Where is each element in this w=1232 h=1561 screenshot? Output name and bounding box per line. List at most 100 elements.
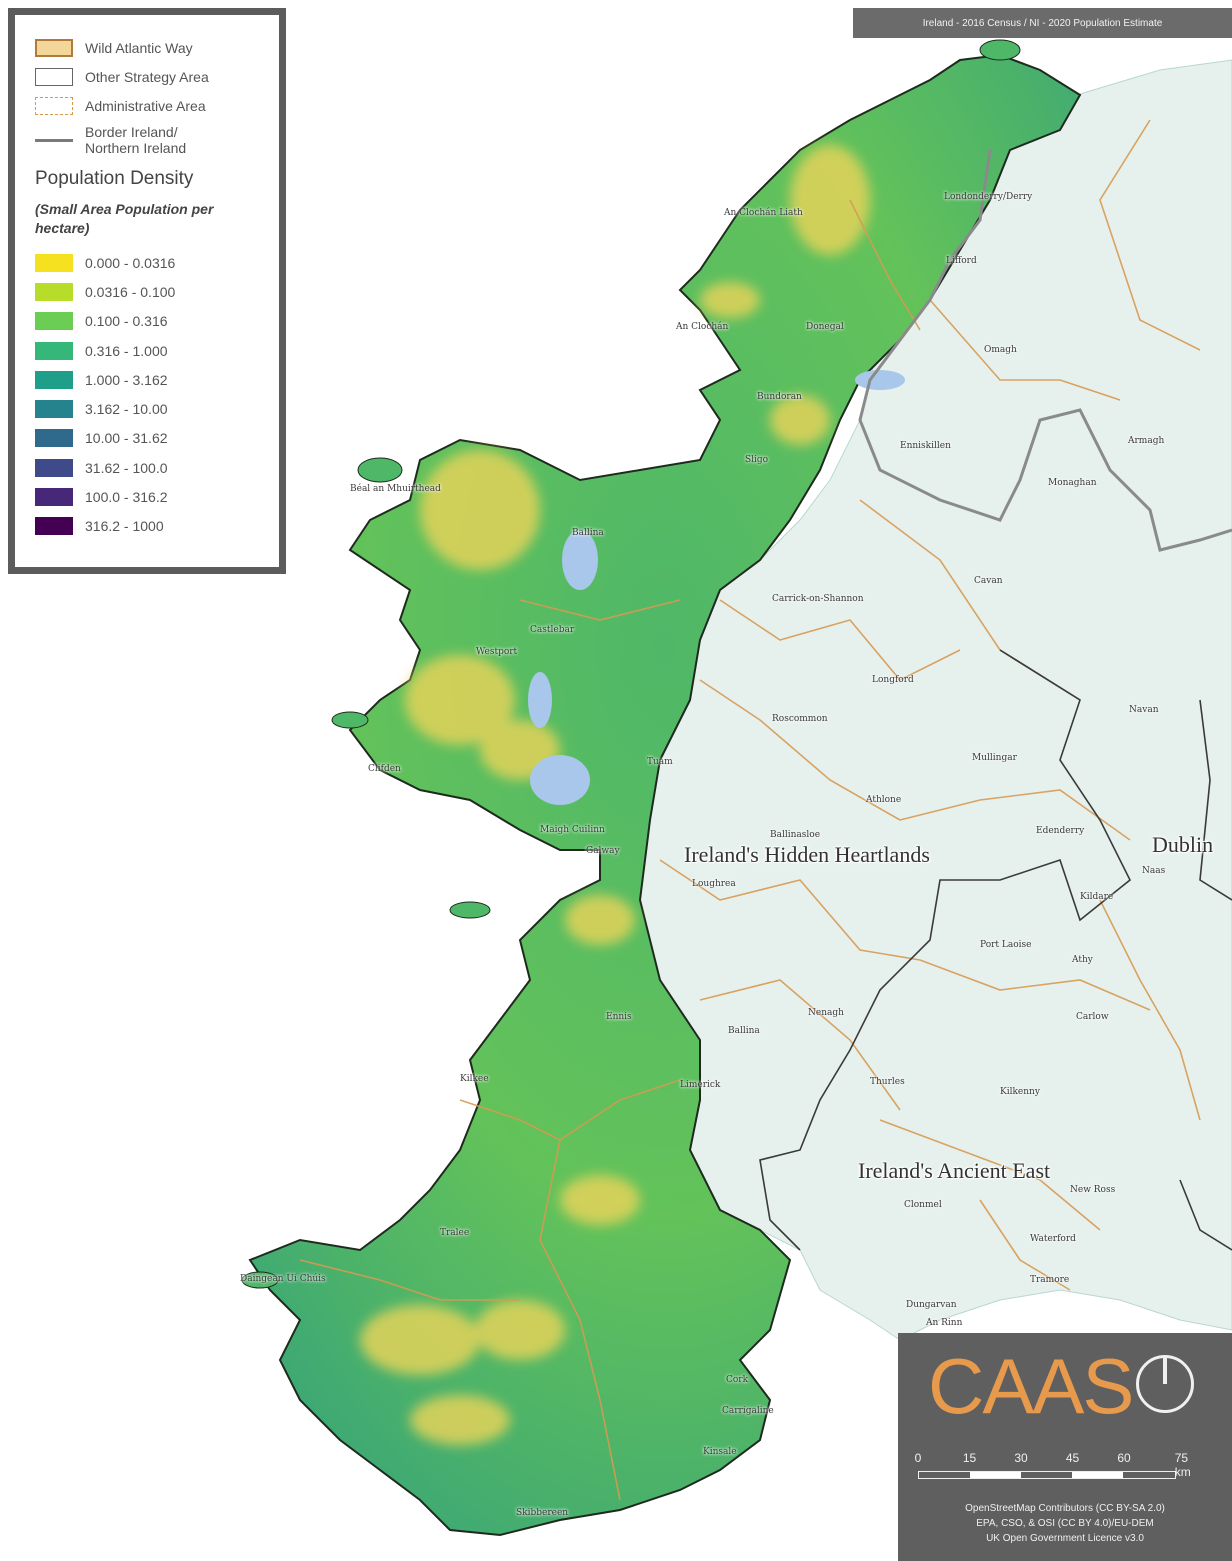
- place-label-kinsale: Kinsale: [703, 1447, 737, 1457]
- place-label-cavan: Cavan: [974, 576, 1003, 586]
- legend-swatch: [35, 400, 73, 419]
- scale-label: 30: [1014, 1451, 1028, 1465]
- legend-density-class: 3.162 - 10.00: [35, 394, 269, 423]
- credit-line: EPA, CSO, & OSI (CC BY 4.0)/EU-DEM: [976, 1518, 1154, 1529]
- place-label-clonmel: Clonmel: [904, 1200, 942, 1210]
- place-label-tuam: Tuam: [647, 757, 673, 767]
- place-label-athlone: Athlone: [866, 795, 902, 805]
- place-label-dungarvan: Dungarvan: [906, 1300, 957, 1310]
- legend-density-class: 1.000 - 3.162: [35, 365, 269, 394]
- place-label-new-ross: New Ross: [1070, 1185, 1116, 1195]
- legend-swatch: [35, 370, 73, 389]
- legend-swatch: [35, 429, 73, 448]
- legend-density-class: 100.0 - 316.2: [35, 482, 269, 511]
- map-title-banner: Ireland - 2016 Census / NI - 2020 Popula…: [853, 8, 1232, 38]
- place-label-lifford: Lifford: [946, 256, 977, 266]
- place-label-westport: Westport: [476, 647, 518, 657]
- region-label-dublin: Dublin: [1152, 832, 1214, 857]
- legend-swatch: [35, 488, 73, 507]
- legend-density-class: 10.00 - 31.62: [35, 424, 269, 453]
- legend-density-classes: 0.000 - 0.0316 0.0316 - 0.100 0.100 - 0.31…: [35, 248, 269, 541]
- place-label-kildare: Kildare: [1080, 892, 1114, 902]
- strategy-area-boundaries: [759, 649, 1232, 1251]
- place-label-thurles: Thurles: [870, 1077, 905, 1087]
- legend-swatch: [35, 312, 73, 331]
- legend-density-class: 0.000 - 0.0316: [35, 248, 269, 277]
- scale-label: 45: [1065, 1451, 1080, 1465]
- legend-swatch: [35, 67, 73, 86]
- place-label-monaghan: Monaghan: [1048, 478, 1097, 488]
- scale-label: 0: [914, 1451, 922, 1465]
- legend-item-border: Border Ireland/ Northern Ireland: [35, 120, 269, 160]
- place-label-limerick: Limerick: [680, 1080, 721, 1090]
- legend-density-class: 31.62 - 100.0: [35, 453, 269, 482]
- legend-subtitle: (Small Area Population per hectare): [35, 201, 214, 236]
- place-label-daingean: Daingean Uí Chúis: [240, 1274, 326, 1284]
- region-label-ancient-east: Ireland's Ancient East: [858, 1158, 1051, 1183]
- upland-patches: [360, 145, 870, 1445]
- credit-line: OpenStreetMap Contributors (CC BY-SA 2.0…: [965, 1503, 1165, 1514]
- legend-title: Population Density: [35, 168, 194, 189]
- place-label-clifden: Clifden: [368, 764, 401, 774]
- place-label-cork: Cork: [726, 1375, 749, 1385]
- scale-label: 15: [962, 1451, 977, 1465]
- legend-label: 1.000 - 3.162: [85, 371, 168, 388]
- place-label-sligo: Sligo: [745, 455, 769, 465]
- place-label-omagh: Omagh: [984, 345, 1017, 355]
- legend-swatch: [35, 253, 73, 272]
- place-label-loughrea: Loughrea: [692, 879, 736, 889]
- place-label-port-laoise: Port Laoise: [980, 940, 1032, 950]
- legend-density-class: 0.0316 - 0.100: [35, 277, 269, 306]
- legend-swatch: [35, 341, 73, 360]
- scale-label: 75 km: [1174, 1451, 1191, 1479]
- place-label-athy: Athy: [1072, 955, 1093, 965]
- place-label-ballina: Ballina: [572, 528, 604, 538]
- place-label-carrick: Carrick-on-Shannon: [772, 594, 864, 604]
- place-label-waterford: Waterford: [1030, 1234, 1076, 1244]
- place-label-an-rinn: An Rinn: [926, 1318, 963, 1328]
- place-label-carlow: Carlow: [1076, 1012, 1109, 1022]
- legend-swatch: [35, 517, 73, 536]
- legend-label: 316.2 - 1000: [85, 518, 164, 535]
- place-label-kilkenny: Kilkenny: [1000, 1087, 1040, 1097]
- legend-label: 3.162 - 10.00: [85, 401, 168, 418]
- legend-border-label: Border Ireland/ Northern Ireland: [85, 124, 186, 156]
- place-label-edenderry: Edenderry: [1036, 826, 1085, 836]
- legend-item-wild-atlantic-way: Wild Atlantic Way: [35, 33, 269, 62]
- ni-border: [858, 149, 1232, 552]
- legend-border-label-line2: Northern Ireland: [85, 140, 187, 156]
- place-label-tramore: Tramore: [1030, 1275, 1070, 1285]
- place-label-armagh: Armagh: [1128, 436, 1165, 446]
- scale-segment: [970, 1472, 1021, 1478]
- legend-density-class: 316.2 - 1000: [35, 512, 269, 541]
- legend-density-class: 0.100 - 0.316: [35, 307, 269, 336]
- place-label-bundoran: Bundoran: [757, 392, 802, 402]
- lakes: [528, 370, 905, 805]
- place-label-ballinasloe: Ballinasloe: [770, 830, 821, 840]
- islands: [241, 39, 1021, 1289]
- legend-density-class: 0.316 - 1.000: [35, 336, 269, 365]
- place-label-beal-an-mhuirthead: Béal an Mhuirthead: [350, 484, 441, 494]
- place-label-castlebar: Castlebar: [530, 625, 575, 635]
- legend-border-swatch: [35, 138, 73, 142]
- legend-item-administrative-area: Administrative Area: [35, 91, 269, 120]
- legend-label: 100.0 - 316.2: [85, 489, 168, 506]
- legend-swatch: [35, 458, 73, 477]
- legend-label: 10.00 - 31.62: [85, 430, 168, 447]
- credit-line: UK Open Government Licence v3.0: [986, 1533, 1144, 1544]
- place-label-an-clochan-liath: An Clochán Liath: [724, 208, 803, 218]
- legend-label: Other Strategy Area: [85, 68, 209, 85]
- administrative-boundaries: [299, 119, 1201, 1501]
- north-arrow-icon: [1136, 1355, 1194, 1413]
- place-label-tralee: Tralee: [440, 1228, 470, 1238]
- legend-swatch: [35, 96, 73, 115]
- place-label-carrigaline: Carrigaline: [722, 1406, 774, 1416]
- place-label-mullingar: Mullingar: [972, 753, 1017, 763]
- legend-label: 0.0316 - 0.100: [85, 283, 176, 300]
- scale-label: 60: [1117, 1451, 1131, 1465]
- place-label-ballina2: Ballina: [728, 1026, 760, 1036]
- legend-label: 0.000 - 0.0316: [85, 254, 176, 271]
- legend-item-other-strategy-area: Other Strategy Area: [35, 62, 269, 91]
